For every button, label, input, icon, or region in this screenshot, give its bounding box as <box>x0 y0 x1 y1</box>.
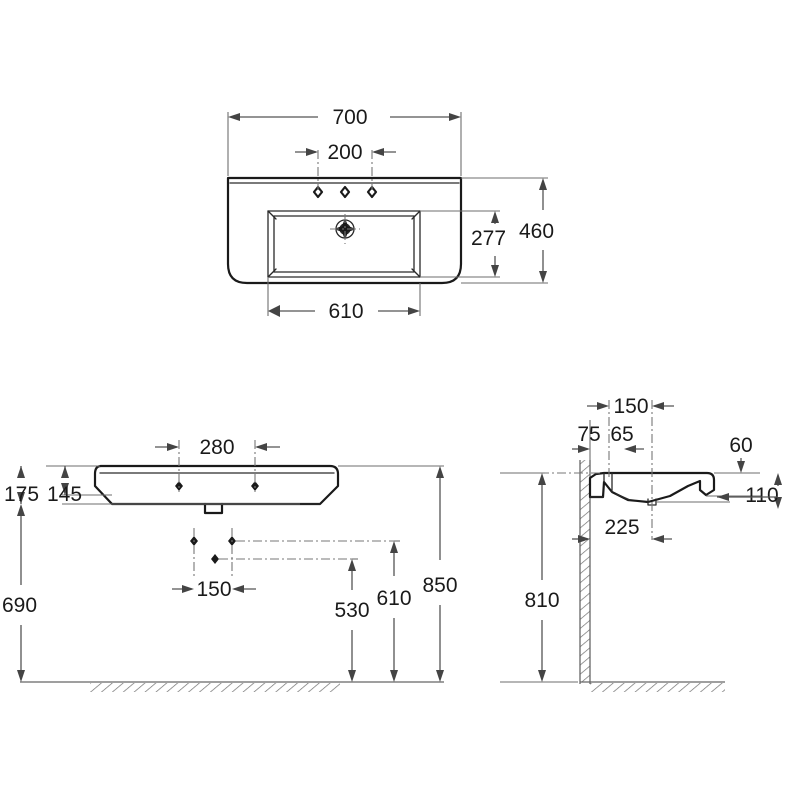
basin-front-outline <box>93 464 340 515</box>
dim-530-trap-height: 530 <box>334 559 370 682</box>
basin-plan-outline <box>226 176 463 285</box>
dim-225-wall-to-waste: 225 <box>572 516 672 543</box>
dim-label-277: 277 <box>471 227 506 250</box>
dim-75-wall-to-back: 75 <box>572 423 601 453</box>
dim-label-280: 280 <box>199 436 234 459</box>
floor-line-front <box>20 681 444 692</box>
dim-label-460: 460 <box>519 220 554 243</box>
tap-holes-front <box>175 440 259 492</box>
dim-460-overall-depth: 460 <box>519 178 554 283</box>
dim-label-150-front: 150 <box>196 578 231 601</box>
view-top-plan: 700 200 460 277 <box>226 106 554 323</box>
tap-holes-plan <box>312 185 378 199</box>
view-side-section: 150 75 65 225 60 <box>500 395 782 692</box>
dim-690-underside-height: 690 <box>2 504 37 682</box>
waste-outlet-plan <box>330 214 360 244</box>
dim-145-rim-inner: 145 <box>47 466 82 506</box>
dim-610-supply-height: 610 <box>376 541 412 682</box>
dim-label-225: 225 <box>604 516 639 539</box>
dim-label-530: 530 <box>334 599 369 622</box>
dim-60-rim-thickness: 60 <box>729 434 753 473</box>
dim-label-690: 690 <box>2 594 37 617</box>
dim-610-bowl-width: 610 <box>268 300 420 323</box>
dim-label-610: 610 <box>328 300 363 323</box>
dim-850-top-height: 850 <box>422 466 458 682</box>
dim-110-bowl-depth-side: 110 <box>717 473 782 509</box>
wall-section <box>579 460 591 684</box>
dim-label-145: 145 <box>47 483 82 506</box>
dim-label-60: 60 <box>729 434 752 457</box>
dim-65-back-to-tap: 65 <box>610 423 644 453</box>
dim-label-150-side: 150 <box>613 395 648 418</box>
dim-150-waste-offset: 150 <box>172 578 256 601</box>
dim-810-mounting-height: 810 <box>500 472 578 683</box>
dim-label-200: 200 <box>327 141 362 164</box>
dim-200-tap-spacing: 200 <box>295 141 396 164</box>
floor-line-side <box>580 681 725 692</box>
dim-label-175: 175 <box>4 483 39 506</box>
dim-700-overall-width: 700 <box>228 106 461 129</box>
dim-label-700: 700 <box>332 106 367 129</box>
dim-label-65: 65 <box>610 423 633 446</box>
dim-150-wall-to-tap: 150 <box>587 395 674 418</box>
dim-277-bowl-depth: 277 <box>471 211 506 277</box>
dim-label-75: 75 <box>577 423 600 446</box>
dim-label-110: 110 <box>745 484 778 507</box>
dim-label-810: 810 <box>524 589 559 612</box>
view-front-elevation: 280 175 145 690 <box>2 436 458 692</box>
dim-label-850: 850 <box>422 574 457 597</box>
dim-label-610-front: 610 <box>376 587 411 610</box>
service-connection-points <box>190 528 394 578</box>
dim-280-tap-spacing-front: 280 <box>155 436 280 459</box>
dim-175-rim-outer: 175 <box>4 466 39 506</box>
